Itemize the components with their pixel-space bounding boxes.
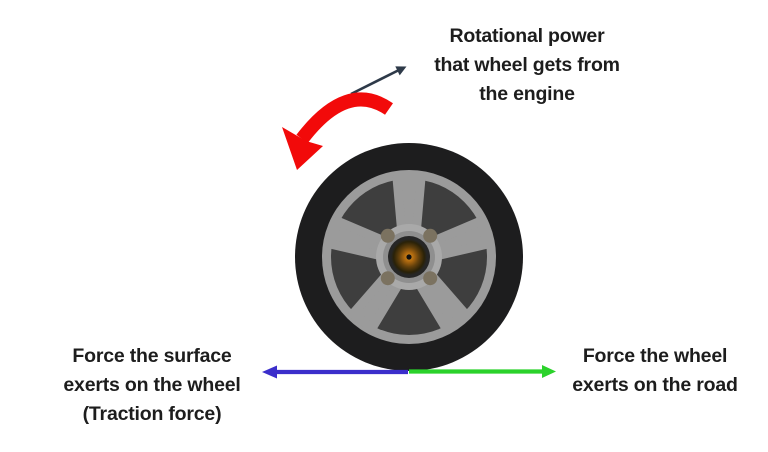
reaction-force-arrow-icon bbox=[409, 365, 556, 378]
hub-center-dot bbox=[406, 254, 412, 260]
lug-nut bbox=[380, 228, 395, 243]
rotation-arrow-arc bbox=[296, 92, 393, 144]
label-reaction-force: Force the wheel exerts on the road bbox=[572, 345, 738, 396]
lug-nut bbox=[423, 228, 438, 243]
rotation-arrow-head bbox=[282, 127, 323, 170]
reaction-arrow-head bbox=[542, 365, 556, 378]
traction-arrow-head bbox=[262, 365, 277, 379]
traction-force-arrow-icon bbox=[262, 365, 408, 379]
pointer-arrow-shaft bbox=[350, 68, 400, 96]
lug-nut bbox=[380, 271, 395, 286]
pointer-arrow-icon bbox=[350, 66, 407, 96]
car-wheel-illustration bbox=[295, 143, 523, 371]
lug-nut bbox=[423, 271, 438, 286]
label-traction-force: Force the surface exerts on the wheel (T… bbox=[63, 345, 241, 425]
rotation-arrow-icon bbox=[282, 92, 393, 170]
label-rotational-power: Rotational power that wheel gets from th… bbox=[434, 25, 620, 105]
pointer-arrow-head bbox=[395, 66, 407, 76]
